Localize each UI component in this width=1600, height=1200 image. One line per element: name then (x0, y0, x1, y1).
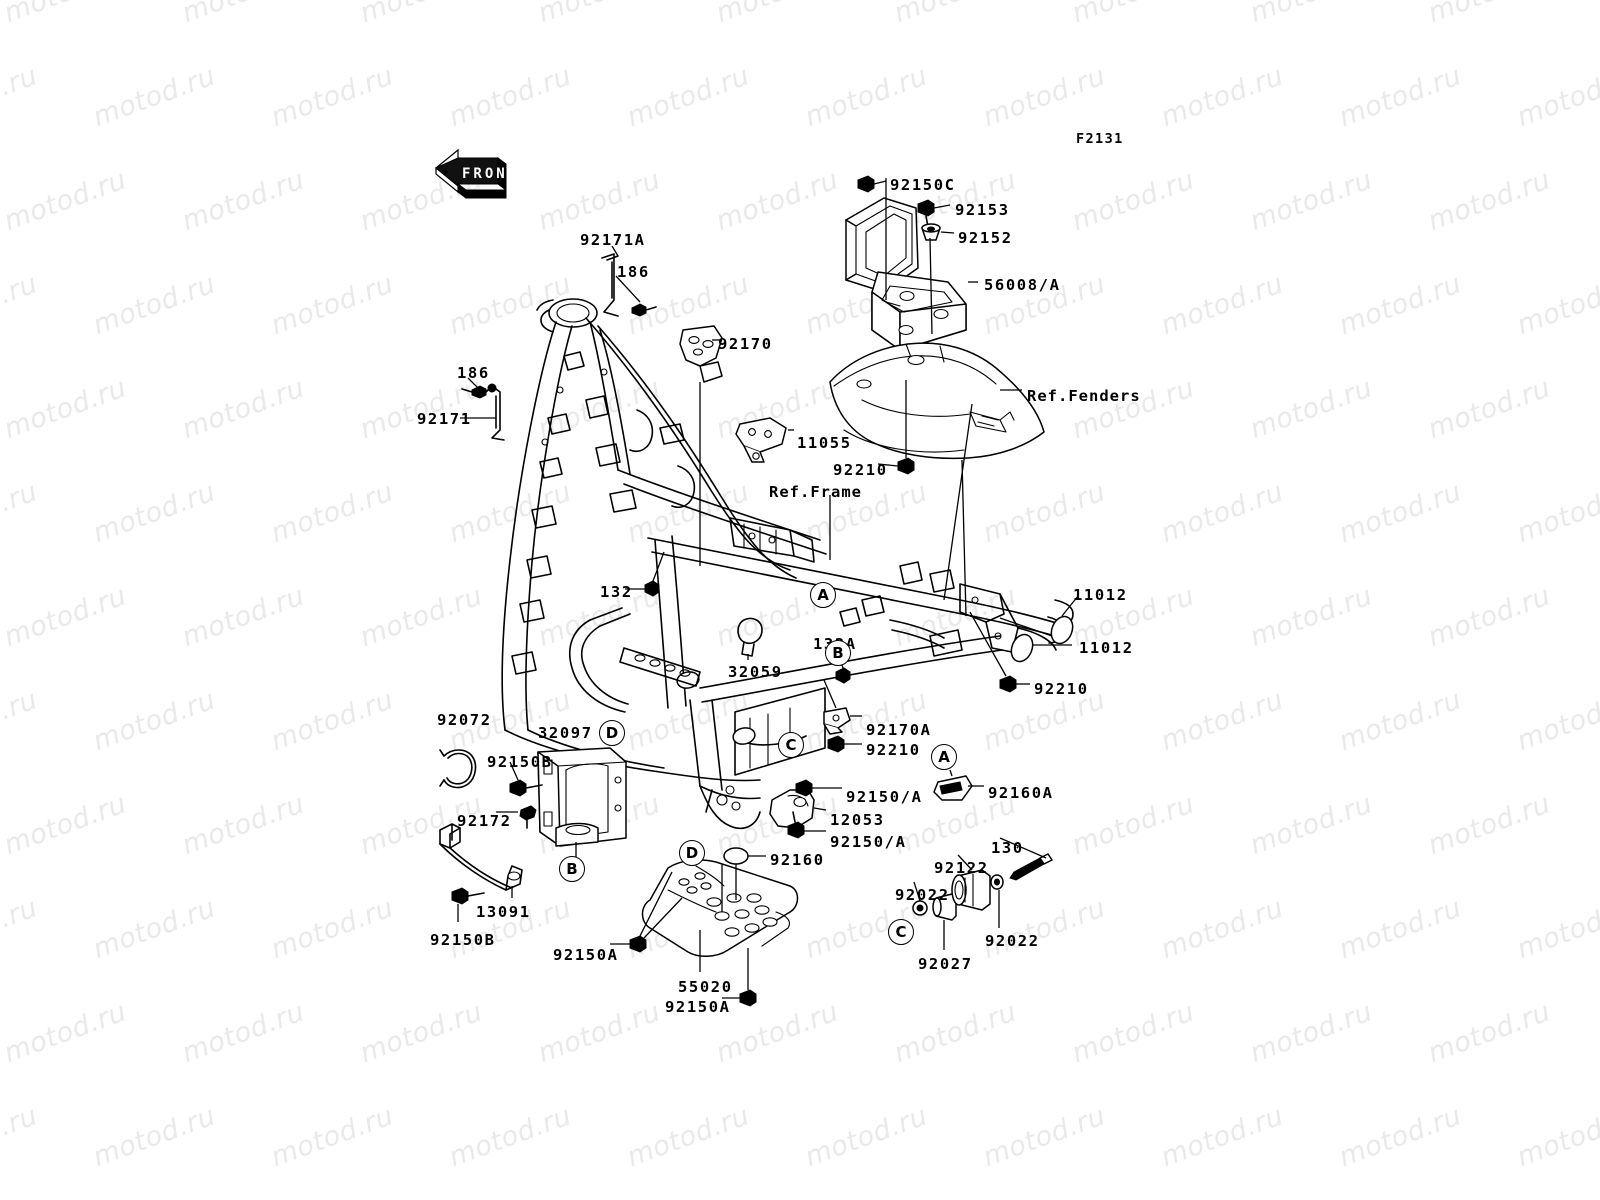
part-32097-battery-case (537, 747, 627, 858)
part-32059-clamp (737, 617, 763, 660)
part-number-label[interactable]: 92160 (770, 851, 825, 869)
part-92170-bracket (679, 325, 723, 383)
part-number-label[interactable]: 11012 (1079, 639, 1134, 657)
part-11012-cap-lower (1010, 633, 1072, 663)
part-number-label[interactable]: 92022 (895, 886, 950, 904)
part-92150B-bolt-upper (509, 761, 543, 797)
callout-b[interactable]: B (559, 856, 585, 882)
part-11012-cap-upper (999, 595, 1079, 645)
part-number-label[interactable]: 92210 (833, 461, 888, 479)
part-92172-clip (496, 805, 537, 829)
drawing-code: F2131 (1076, 131, 1124, 147)
part-number-label[interactable]: 32097 (538, 724, 593, 742)
part-number-label[interactable]: 92210 (866, 741, 921, 759)
part-number-label[interactable]: 130 (991, 839, 1024, 857)
callout-b[interactable]: B (825, 640, 851, 666)
part-92170A-bracket (823, 679, 862, 735)
part-132-bolt (625, 551, 665, 597)
part-186-bolt-top (631, 303, 657, 317)
part-number-label[interactable]: 32059 (728, 663, 783, 681)
part-number-label[interactable]: 92150A (553, 946, 619, 964)
part-number-label[interactable]: 92171A (580, 231, 646, 249)
part-number-label[interactable]: 186 (617, 263, 650, 281)
part-92150A-nut-bottom (722, 948, 757, 1007)
part-number-label[interactable]: 11012 (1073, 586, 1128, 604)
part-number-label[interactable]: 11055 (797, 434, 852, 452)
part-92150B-bolt-lower (451, 887, 485, 922)
part-186-bolt-left (461, 385, 487, 399)
part-number-label[interactable]: 56008/A (984, 276, 1061, 294)
callout-c[interactable]: C (778, 732, 804, 758)
part-number-label[interactable]: 92022 (985, 932, 1040, 950)
front-direction-marker: FRONT (428, 142, 516, 210)
part-number-label[interactable]: 92150B (430, 931, 496, 949)
part-ref-fenders (829, 342, 1045, 460)
reference-label[interactable]: Ref.Fenders (1027, 387, 1141, 405)
callout-a[interactable]: A (931, 744, 957, 770)
part-92022-washer-right (990, 874, 1004, 928)
part-92122-bearing (951, 854, 991, 911)
part-number-label[interactable]: 92160A (988, 784, 1054, 802)
part-number-label[interactable]: 92210 (1034, 680, 1089, 698)
part-92210-screw-mid (827, 735, 862, 753)
part-13091-holder (439, 823, 523, 898)
part-number-label[interactable]: 92152 (958, 229, 1013, 247)
part-number-label[interactable]: 92150/A (830, 833, 907, 851)
part-92150A-nut-left (610, 871, 683, 953)
part-92210-screw-lower (969, 611, 1030, 693)
part-number-label[interactable]: 55020 (678, 978, 733, 996)
frame-assembly (501, 298, 1074, 830)
part-number-label[interactable]: 92170 (718, 335, 773, 353)
part-number-label[interactable]: 132 (600, 583, 633, 601)
part-92160-grommet (721, 847, 766, 912)
part-56008A-toolbox (845, 197, 967, 351)
part-55020-skid-plate (641, 859, 799, 972)
callout-a[interactable]: A (810, 582, 836, 608)
part-number-label[interactable]: 92153 (955, 201, 1010, 219)
part-number-label[interactable]: 92150B (487, 753, 553, 771)
part-number-label[interactable]: 92150C (890, 176, 956, 194)
part-92171A-clip (601, 253, 619, 317)
reference-label[interactable]: Ref.Frame (769, 483, 862, 501)
callout-c[interactable]: C (888, 919, 914, 945)
svg-text:FRONT: FRONT (462, 166, 512, 182)
part-number-label[interactable]: 12053 (830, 811, 885, 829)
callout-d[interactable]: D (679, 840, 705, 866)
part-92150A-nut-upper (795, 779, 842, 797)
part-92171-clip (485, 383, 505, 441)
part-number-label[interactable]: 92171 (417, 410, 472, 428)
part-number-label[interactable]: 92172 (457, 812, 512, 830)
part-92027-collar (932, 893, 957, 950)
part-number-label[interactable]: 92072 (437, 711, 492, 729)
part-92150A-nut-lower (787, 811, 826, 839)
part-92210-screw-upper (877, 380, 915, 475)
part-number-label[interactable]: 92122 (934, 859, 989, 877)
part-number-label[interactable]: 92027 (918, 955, 973, 973)
part-number-label[interactable]: 13091 (476, 903, 531, 921)
part-92022-washer-left (912, 881, 928, 916)
part-92150C-nut (857, 175, 887, 193)
part-number-label[interactable]: 186 (457, 364, 490, 382)
part-number-label[interactable]: 92170A (866, 721, 932, 739)
part-92072-ring (439, 749, 477, 789)
leader-lines (460, 178, 1022, 617)
part-92152-grommet (921, 223, 955, 241)
part-number-label[interactable]: 92150/A (846, 788, 923, 806)
part-92160A-wedge (933, 769, 984, 801)
part-number-label[interactable]: 92150A (665, 998, 731, 1016)
callout-d[interactable]: D (599, 720, 625, 746)
part-11055-bracket (735, 417, 787, 463)
part-130-bolt (999, 837, 1053, 881)
